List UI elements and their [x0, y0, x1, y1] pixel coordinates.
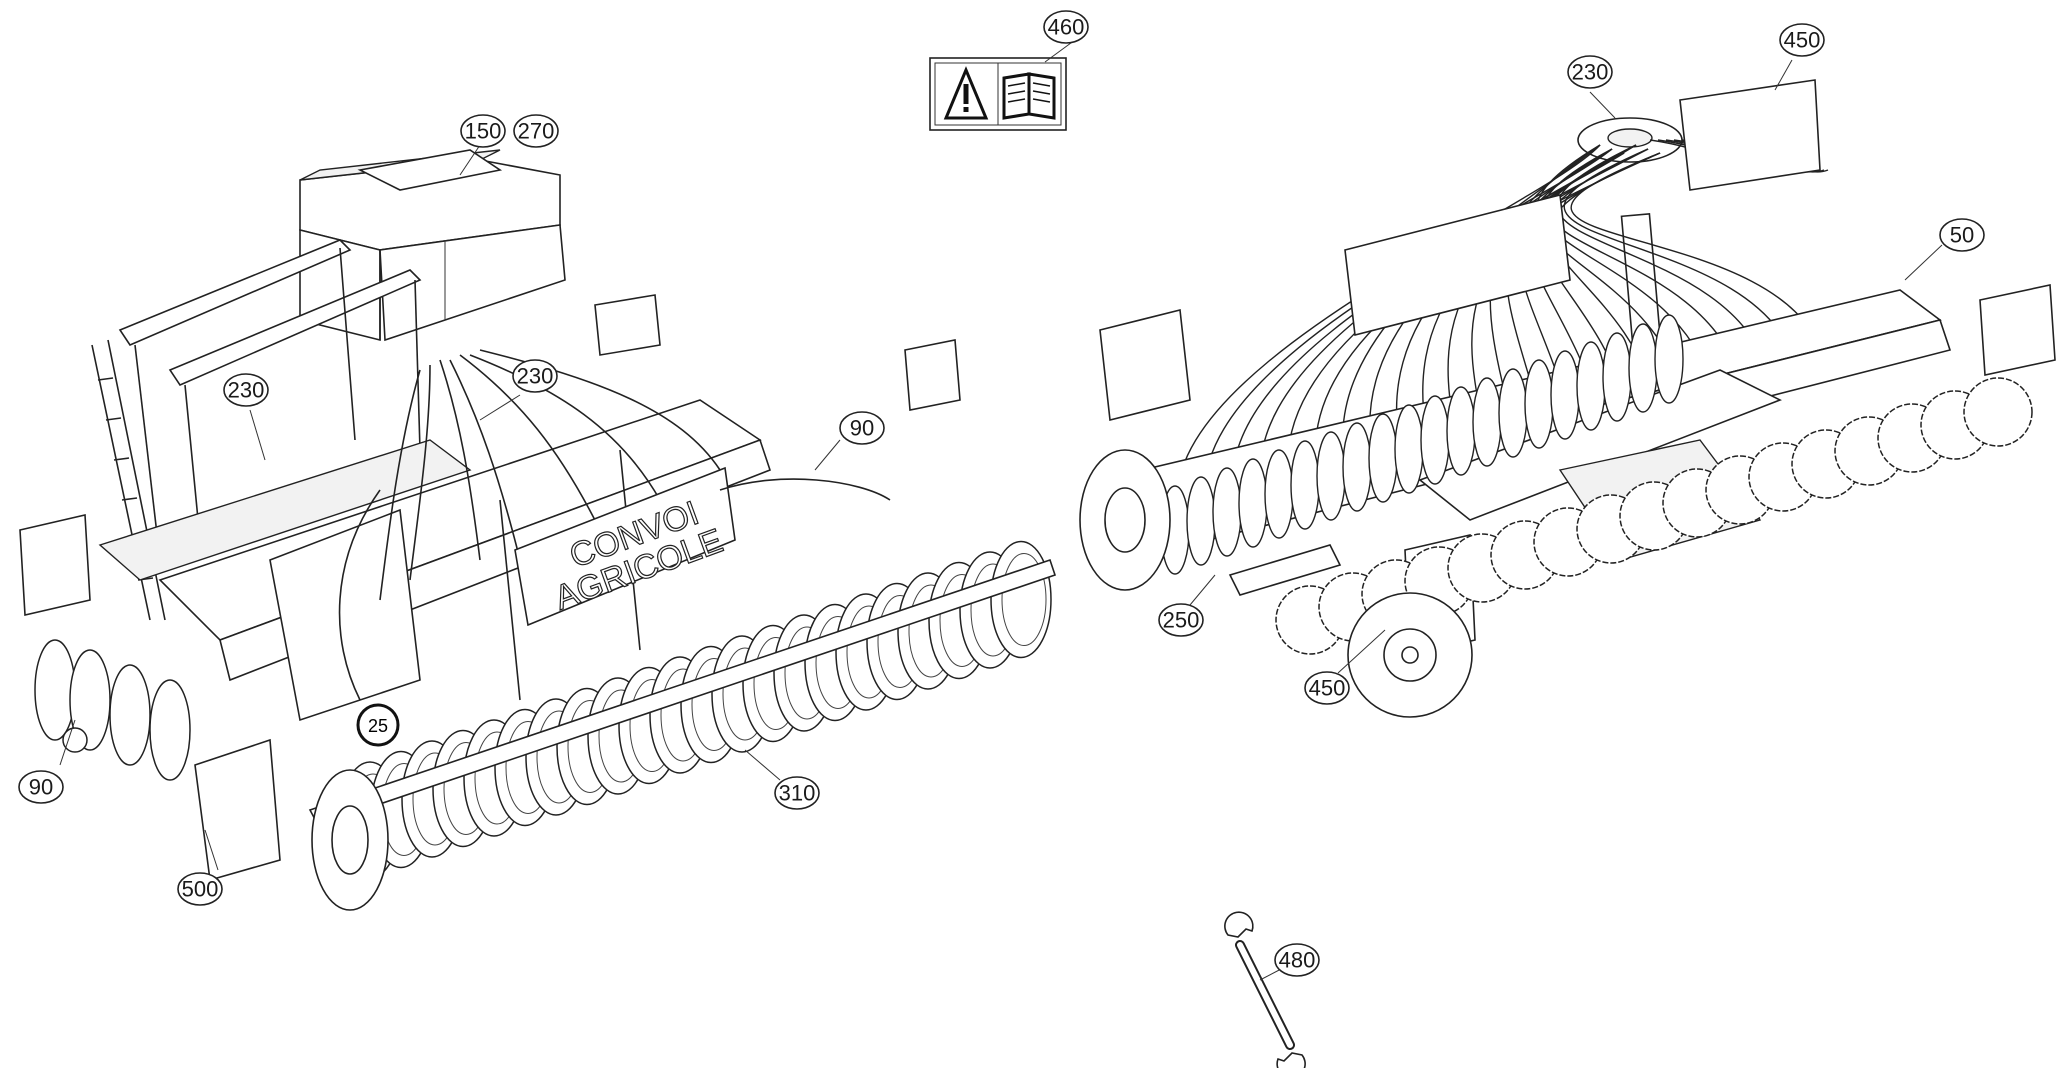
- roller-ring: [1654, 314, 1684, 404]
- callout-150-label: 150: [465, 119, 502, 144]
- ladder-and-railing: [91, 239, 422, 621]
- roller-ring: [990, 540, 1052, 659]
- roller-ring: [1472, 377, 1502, 467]
- roller-ring: [1576, 341, 1606, 431]
- callout-310: 310: [774, 776, 820, 810]
- callout-230-left-a-label: 230: [228, 378, 265, 403]
- callout-90-right: 90: [839, 411, 885, 445]
- seed-hose: [1563, 148, 1797, 367]
- callout-270: 270: [513, 114, 559, 148]
- callout-500-label: 500: [182, 877, 219, 902]
- callout-90-right-label: 90: [850, 416, 874, 441]
- roller-ring: [1212, 467, 1242, 557]
- packer-roller: [1160, 314, 1684, 575]
- callout-250-label: 250: [1163, 608, 1200, 633]
- callout-230-left-b: 230: [512, 359, 558, 393]
- seed-hose: [1570, 152, 1825, 360]
- callout-250: 250: [1158, 603, 1204, 637]
- roller-ring: [1524, 359, 1554, 449]
- harrow-disc: [109, 664, 151, 766]
- roller-ring: [1264, 449, 1294, 539]
- safety-decal: [929, 57, 1067, 131]
- large-toothed-disc: [1347, 592, 1473, 718]
- hydraulic-hose: [338, 489, 381, 701]
- roller-ring: [1420, 395, 1450, 485]
- marker-plate: [19, 514, 91, 616]
- roller-ring: [1186, 476, 1216, 566]
- hitch-arm: [1228, 544, 1342, 596]
- disc-harrow-row: [1275, 377, 2033, 655]
- callout-500: 500: [177, 872, 223, 906]
- roller-ring: [1316, 431, 1346, 521]
- roller-ring: [1290, 440, 1320, 530]
- callout-480: 480: [1274, 943, 1320, 977]
- callout-150: 150: [460, 114, 506, 148]
- roller-ring-inner: [1001, 553, 1047, 646]
- hopper-back: [1344, 193, 1571, 337]
- transport-wheel: [1079, 449, 1171, 591]
- hydraulic-hose: [719, 478, 891, 501]
- callout-90-left: 90: [18, 770, 64, 804]
- end-wheel: [311, 769, 389, 911]
- marker-plate: [1979, 284, 2056, 376]
- manual-book-icon: [1002, 72, 1056, 120]
- roller-ring: [1602, 332, 1632, 422]
- right-seed-drill: [1079, 79, 2056, 718]
- mud-guard: [194, 738, 281, 882]
- callout-450-bottom-label: 450: [1309, 676, 1346, 701]
- roller-ring: [1446, 386, 1476, 476]
- marker-plate: [594, 294, 661, 356]
- callout-480-label: 480: [1279, 948, 1316, 973]
- left-seed-drill: CONVOI AGRICOLE 25: [19, 149, 1057, 911]
- seed-hose: [1549, 152, 1741, 381]
- roller-ring: [1550, 350, 1580, 440]
- callouts: 460 150 270 230 230 90 90 310: [18, 10, 1985, 977]
- roller-ring: [1498, 368, 1528, 458]
- callout-460-label: 460: [1048, 15, 1085, 40]
- platform: [98, 439, 472, 581]
- front-discs: [34, 639, 191, 781]
- callout-270-label: 270: [518, 119, 555, 144]
- callout-230-left-a: 230: [223, 373, 269, 407]
- harrow-disc: [69, 649, 111, 751]
- callout-230-right: 230: [1567, 55, 1613, 89]
- roller-ring: [1394, 404, 1424, 494]
- callout-450-top: 450: [1779, 23, 1825, 57]
- warning-triangle-icon: [943, 66, 989, 120]
- marker-plate: [1099, 309, 1191, 421]
- harrow-disc: [1963, 377, 2033, 447]
- disc-hub: [62, 727, 88, 753]
- harrow-disc: [34, 639, 76, 741]
- callout-230-right-label: 230: [1572, 60, 1609, 85]
- callout-90-left-label: 90: [29, 775, 53, 800]
- callout-460: 460: [1043, 10, 1089, 44]
- callout-310-label: 310: [779, 781, 816, 806]
- roller-ring: [1342, 422, 1372, 512]
- gauge: 25: [356, 703, 400, 747]
- wrench-icon: [1224, 911, 1306, 1068]
- marker-plate: [1679, 79, 1821, 191]
- callout-230-left-b-label: 230: [517, 364, 554, 389]
- callout-450-top-label: 450: [1784, 28, 1821, 53]
- roller-ring: [1368, 413, 1398, 503]
- callout-50: 50: [1939, 218, 1985, 252]
- harrow-disc: [149, 679, 191, 781]
- gauge-label: 25: [368, 716, 388, 736]
- roller-ring: [1628, 323, 1658, 413]
- main-frame: [158, 399, 771, 722]
- leader-lines: [59, 39, 1943, 981]
- seed-hose: [1556, 144, 1769, 374]
- roller-ring: [1238, 458, 1268, 548]
- callout-450-bottom: 450: [1304, 671, 1350, 705]
- marker-plate: [904, 339, 961, 411]
- seed-hose: [1542, 148, 1713, 388]
- callout-50-label: 50: [1950, 223, 1974, 248]
